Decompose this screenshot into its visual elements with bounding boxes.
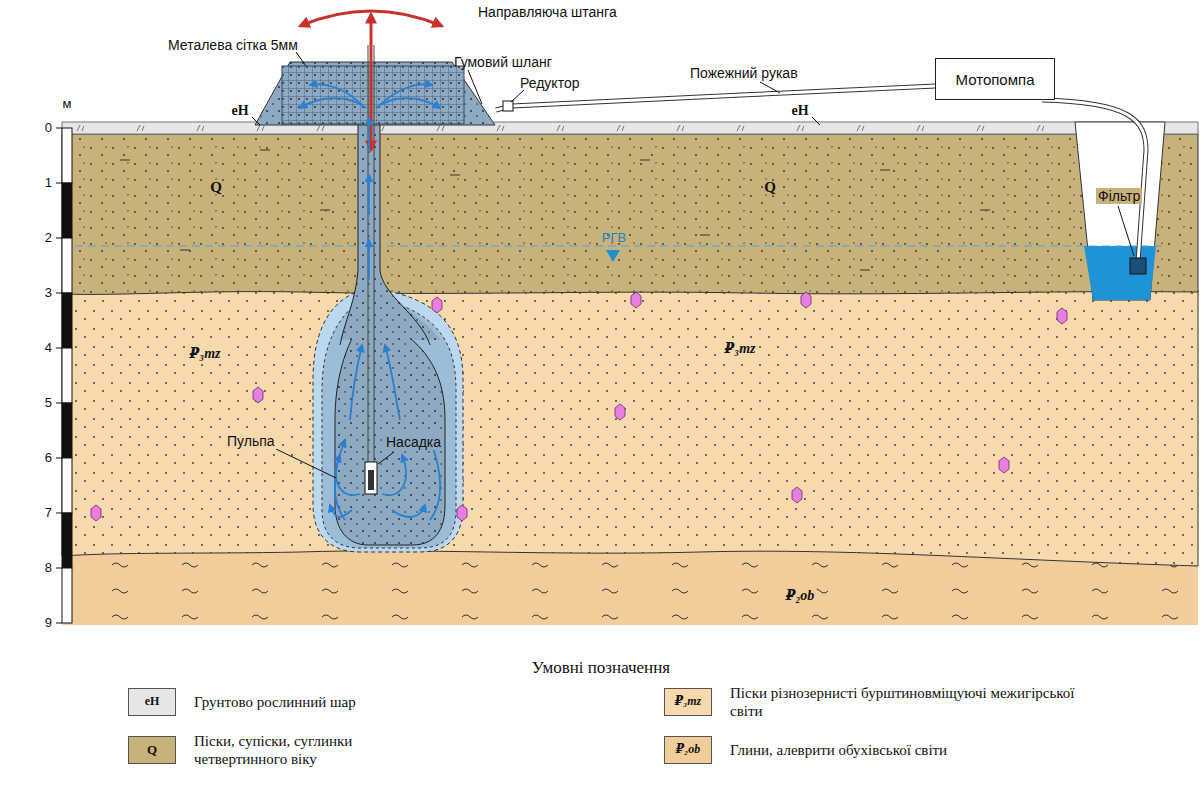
callout-label: Q (210, 179, 222, 196)
callout-label: Редуктор (520, 75, 579, 91)
callout-label: Фільтр (1096, 188, 1142, 204)
legend-text: Глини, алеврити обухівської світи (730, 741, 1090, 759)
legend-text: Грунтово рослинний шар (194, 693, 424, 711)
callout-label: Направляюча штанга (478, 4, 617, 20)
callout-label: eH (791, 103, 808, 119)
scale-number: 4 (45, 341, 52, 356)
scale-number: 1 (45, 176, 52, 191)
callout-label: ₽₂ob (784, 588, 817, 604)
callout-label: eH (231, 103, 248, 119)
scale-number: 8 (45, 561, 52, 576)
callout-label: РГВ (602, 231, 626, 246)
callout-label: ₽₃mz (723, 341, 758, 357)
scale-number: 0 (45, 121, 52, 136)
callout-label: Умовні позначення (532, 658, 670, 678)
legend-text: Піски різнозернисті бурштиновміщуючі меж… (730, 684, 1090, 720)
callout-label: Q (764, 179, 776, 196)
legend-text: Піски, супіски, суглинки четвертинного в… (194, 732, 424, 768)
pump-box: Мотопомпа (935, 58, 1055, 100)
legend-symbol: eH (145, 695, 160, 709)
callout-label: Гумовий шланг (454, 54, 552, 70)
scale-number: 9 (45, 616, 52, 631)
scale-number: 5 (45, 396, 52, 411)
callout-label: Насадка (384, 434, 443, 450)
callout-label: м (63, 97, 72, 112)
legend-symbol: Q (147, 743, 157, 758)
callout-label: Металева сітка 5мм (168, 37, 298, 53)
node-text: Мотопомпа (956, 71, 1035, 88)
callout-label: Пожежний рукав (690, 65, 798, 81)
scale-number: 2 (45, 231, 52, 246)
legend-symbol: ₽₃mz (675, 695, 702, 709)
scale-number: 7 (45, 506, 52, 521)
legend-symbol: ₽₂ob (676, 743, 701, 757)
scale-number: 3 (45, 286, 52, 301)
callout-label: Пульпа (225, 433, 277, 449)
callout-label: ₽₃mz (188, 346, 223, 362)
scale-number: 6 (45, 451, 52, 466)
